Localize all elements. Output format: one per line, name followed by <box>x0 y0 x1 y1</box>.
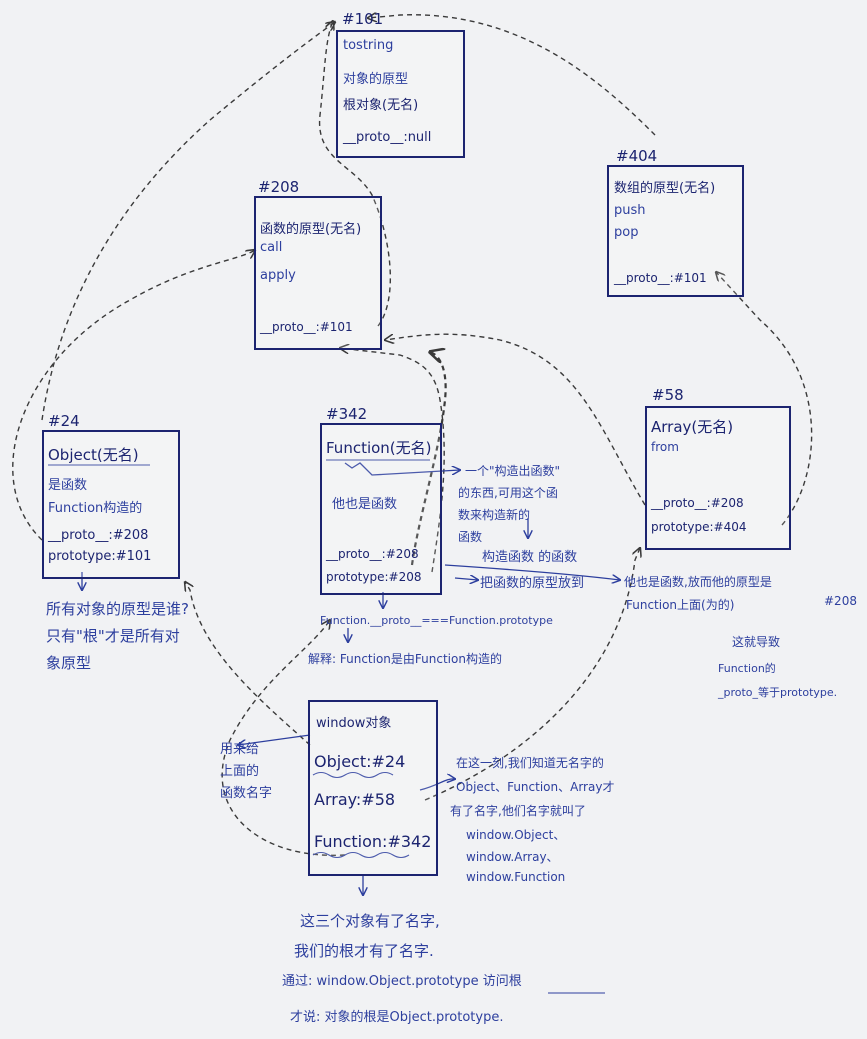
ctor-note-5: 构造函数 的函数 <box>482 550 578 565</box>
function-constructor-box: Function(无名) 他也是函数 __proto__:#208 protot… <box>320 423 442 595</box>
object-function-box: Object(无名) 是函数 Function构造的 __proto__:#20… <box>42 430 180 579</box>
fn342-proto: __proto__:#208 <box>326 547 419 561</box>
fn208-proto: __proto__:#101 <box>260 320 353 334</box>
arrow-window-right <box>419 779 455 791</box>
obj101-id: #101 <box>342 10 384 28</box>
names-note-1: 用来给 <box>220 742 260 757</box>
window-note-6: window.Function <box>466 870 566 884</box>
ctor-note-2: 的东西,可用这个函 <box>458 486 558 500</box>
array-prototype-box: 数组的原型(无名) push pop __proto__:#101 <box>607 165 744 297</box>
wavy-underline-object <box>312 771 394 779</box>
arr404-push: push <box>614 203 646 218</box>
obj24-id: #24 <box>48 412 80 430</box>
window-array: Array:#58 <box>314 790 396 809</box>
wavy-underline-function <box>312 851 410 859</box>
names-note-3: 函数名字 <box>220 786 273 801</box>
window-function: Function:#342 <box>314 832 432 851</box>
arr58-prototype: prototype:#404 <box>651 520 747 534</box>
arr404-id: #404 <box>616 147 658 165</box>
fn-proto-note: 把函数的原型放到 <box>480 576 585 591</box>
arrow-function-note <box>344 462 460 476</box>
explanation-note: 解释: Function是由Function构造的 <box>308 652 502 666</box>
right-note-1: 他也是函数,放而他的原型是 <box>624 575 772 589</box>
arr404-proto: __proto__:#101 <box>614 271 707 285</box>
arrow-342-proto-right <box>444 564 620 580</box>
arrow-window-to-24 <box>185 582 311 746</box>
root-note-1: 所有对象的原型是谁? <box>46 600 189 618</box>
right-note-1-ref: #208 <box>824 594 857 608</box>
window-note-3: 有了名字,他们名字就叫了 <box>450 804 586 818</box>
window-note-4: window.Object、 <box>466 828 566 842</box>
window-note-1: 在这一刻,我们知道无名字的 <box>456 756 604 770</box>
bottom-note-3: 通过: window.Object.prototype 访问根 <box>282 974 522 989</box>
right-note-5: _proto_等于prototype. <box>718 686 838 699</box>
arr404-pop: pop <box>614 225 639 240</box>
bottom-note-4: 才说: 对象的根是Object.prototype. <box>290 1010 504 1025</box>
ctor-note-3: 数来构造新的 <box>458 508 531 522</box>
arrow-208-to-101 <box>319 21 392 327</box>
obj24-proto: __proto__:#208 <box>48 528 149 543</box>
equation-note: Function.__proto__===Function.prototype <box>320 614 553 627</box>
arrow-24-prototype-to-101 <box>41 22 335 421</box>
window-note-5: window.Array、 <box>466 850 559 864</box>
ctor-note-4: 函数 <box>458 530 483 544</box>
fn208-title: 函数的原型(无名) <box>260 222 362 237</box>
bottom-note-2: 我们的根才有了名字. <box>294 942 434 960</box>
arr58-proto: __proto__:#208 <box>651 496 744 510</box>
arr58-id: #58 <box>652 386 684 404</box>
right-note-3: 这就导致 <box>732 635 781 649</box>
arr58-from: from <box>651 440 679 454</box>
arrow-404-to-101 <box>368 15 656 136</box>
arr58-title: Array(无名) <box>651 418 734 436</box>
root-note-2: 只有"根"才是所有对 <box>46 627 180 645</box>
obj24-prototype: prototype:#101 <box>48 549 152 564</box>
obj24-title: Object(无名) <box>48 446 139 464</box>
arrow-24-to-208 <box>12 250 255 541</box>
window-object: Object:#24 <box>314 752 406 771</box>
fn342-title: Function(无名) <box>326 439 432 457</box>
window-object-box: window对象 Object:#24 Array:#58 Function:#… <box>308 700 438 876</box>
obj101-tostring: tostring <box>343 38 394 53</box>
fn208-id: #208 <box>258 178 300 196</box>
window-title: window对象 <box>316 716 392 731</box>
obj24-ctor: Function构造的 <box>48 501 143 516</box>
arrow-342-prototype-to-208 <box>340 348 445 573</box>
obj24-is-fn: 是函数 <box>48 478 88 493</box>
fn208-apply: apply <box>260 268 296 283</box>
names-note-2: 上面的 <box>220 764 260 779</box>
arrow-window-to-58 <box>424 548 640 801</box>
root-note-3: 象原型 <box>46 654 92 672</box>
array-function-box: Array(无名) from __proto__:#208 prototype:… <box>645 406 791 550</box>
arrow-58-to-404 <box>716 272 813 526</box>
arrow-58-to-208 <box>385 333 646 506</box>
object-prototype-box: tostring 对象的原型 根对象(无名) __proto__:null <box>336 30 465 158</box>
fn342-id: #342 <box>326 405 368 423</box>
arrow-window-left <box>238 734 311 745</box>
obj101-proto: __proto__:null <box>343 130 432 145</box>
arrow-window-to-342 <box>221 620 346 857</box>
fn208-call: call <box>260 240 283 255</box>
arrow-342-prototype-note <box>454 578 478 580</box>
ctor-note-1: 一个"构造出函数" <box>465 464 561 478</box>
right-note-4: Function的 <box>718 662 776 675</box>
function-prototype-box: 函数的原型(无名) call apply __proto__:#101 <box>254 196 382 350</box>
arr404-title: 数组的原型(无名) <box>614 181 716 196</box>
right-note-2: Function上面(为的) <box>626 598 735 612</box>
arrow-342-to-208 <box>410 352 447 566</box>
fn342-is-fn: 他也是函数 <box>332 497 398 512</box>
fn342-prototype: prototype:#208 <box>326 570 422 584</box>
obj101-root-label: 根对象(无名) <box>343 98 419 113</box>
window-note-2: Object、Function、Array才 <box>456 780 615 794</box>
obj101-proto-label: 对象的原型 <box>343 72 409 87</box>
bottom-note-1: 这三个对象有了名字, <box>300 912 440 930</box>
